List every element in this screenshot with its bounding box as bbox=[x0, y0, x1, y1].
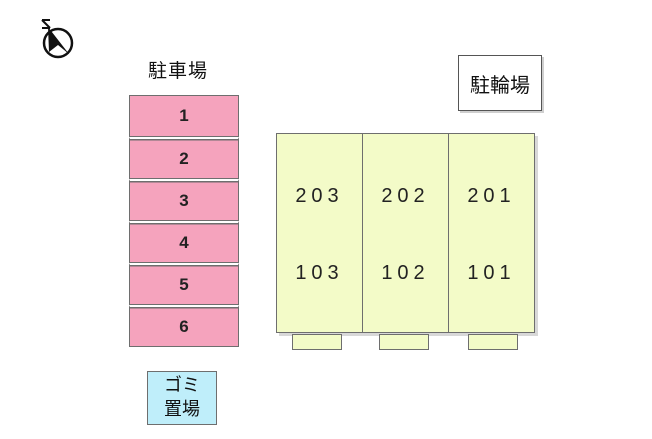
apartment-building: 203 103 202 102 201 101 bbox=[276, 133, 535, 333]
parking-title: 駐車場 bbox=[148, 60, 209, 82]
unit-number: 101 bbox=[467, 262, 516, 284]
unit-column-1: 201 101 bbox=[449, 134, 534, 332]
unit-number: 103 bbox=[295, 262, 344, 284]
entrance-step bbox=[379, 334, 429, 350]
north-arrow-icon bbox=[41, 19, 74, 59]
entrance-step bbox=[468, 334, 518, 350]
parking-slot-2: 2 bbox=[129, 137, 239, 179]
unit-number: 203 bbox=[295, 185, 344, 207]
garbage-label-line2: 置場 bbox=[164, 399, 200, 420]
garbage-label-line1: ゴミ bbox=[164, 375, 200, 396]
parking-lot: 1 2 3 4 5 6 bbox=[129, 95, 239, 347]
parking-slot-1: 1 bbox=[129, 95, 239, 137]
garbage-area: ゴミ 置場 bbox=[147, 371, 217, 425]
parking-slot-4: 4 bbox=[129, 221, 239, 263]
unit-column-3: 203 103 bbox=[277, 134, 363, 332]
unit-number: 102 bbox=[381, 262, 430, 284]
unit-number: 202 bbox=[381, 185, 430, 207]
parking-slot-5: 5 bbox=[129, 263, 239, 305]
bicycle-parking: 駐輪場 bbox=[458, 55, 542, 111]
parking-slot-6: 6 bbox=[129, 305, 239, 347]
unit-number: 201 bbox=[467, 185, 516, 207]
unit-column-2: 202 102 bbox=[363, 134, 449, 332]
entrance-step bbox=[292, 334, 342, 350]
parking-slot-3: 3 bbox=[129, 179, 239, 221]
